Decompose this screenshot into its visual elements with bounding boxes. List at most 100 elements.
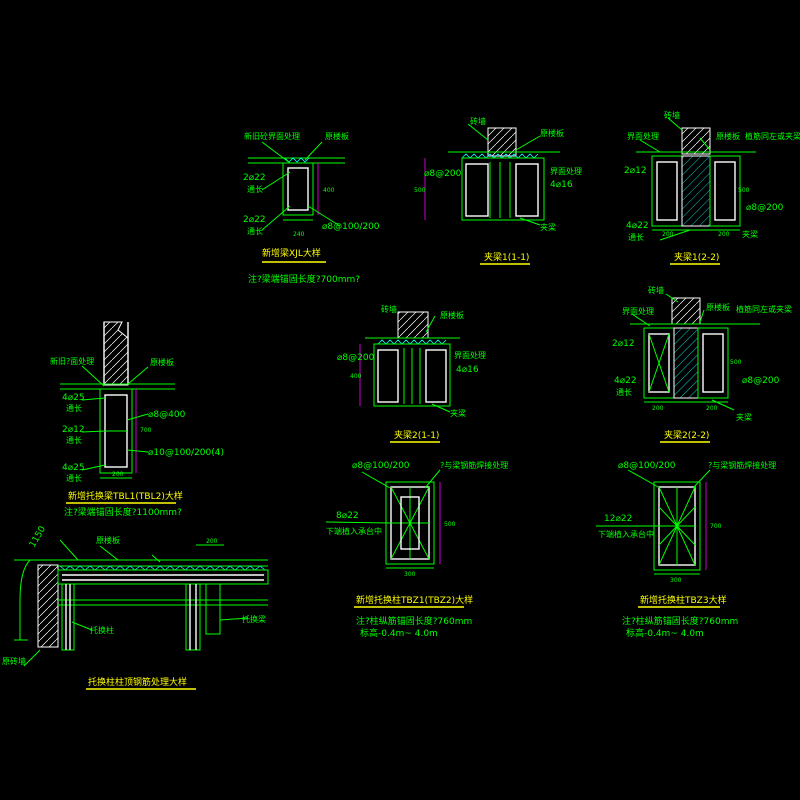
clamp1-11-title: 夹梁1(1-1)	[484, 251, 529, 263]
tbl-label-bottom-bar: 4⌀25	[62, 463, 85, 473]
column-top-dim-1150: 1150	[28, 524, 48, 549]
tbz1-label-weld: ?与梁钢筋焊接处理	[440, 460, 508, 470]
tbl-note: 注?梁端锚固长度?1100mm?	[64, 506, 182, 518]
tbz1-label-bars: 8⌀22	[336, 511, 359, 521]
clamp1-22-label-plant: 植筋同左或夹梁	[745, 131, 800, 141]
tbl-label-bottom-through: 通长	[66, 473, 82, 483]
tbz1-dim-height: 500	[444, 521, 456, 528]
xjl-dim-height: 400	[323, 187, 335, 194]
clamp1-22-label-interface: 界面处理	[627, 131, 659, 141]
xjl-note: 注?梁端锚固长度?700mm?	[248, 273, 360, 285]
tbz1-dim-width: 300	[404, 571, 416, 578]
xjl-label-slab: 原楼板	[325, 131, 349, 141]
tbl-label-mid-bar: 2⌀12	[62, 425, 85, 435]
clamp2-22-label-top-bar: 2⌀12	[612, 339, 635, 349]
tbz1-label-stirrup: ⌀8@100/200	[352, 461, 410, 471]
clamp2-22-title: 夹梁2(2-2)	[664, 429, 709, 441]
tbl-label-stirrup: ⌀10@100/200(4)	[148, 448, 224, 458]
xjl-dim-width: 240	[293, 231, 305, 238]
xjl-label-bottom-bar: 2⌀22	[243, 215, 266, 225]
clamp1-22-label-stirrup: ⌀8@200	[746, 203, 784, 213]
clamp1-11-label-stirrup: ⌀8@200	[424, 169, 462, 179]
detail-clamp2-22	[630, 293, 760, 411]
clamp1-11-label-bars: 4⌀16	[550, 180, 573, 190]
detail-clamp1-11	[424, 123, 560, 226]
clamp2-22-dim-right: 200	[706, 405, 718, 412]
column-top-label-slab: 原楼板	[96, 535, 120, 545]
clamp2-22-label-interface: 界面处理	[622, 306, 654, 316]
xjl-label-bottom-through: 通长	[247, 226, 263, 236]
clamp2-22-dim-left: 200	[652, 405, 664, 412]
clamp1-22-dim-left: 200	[662, 231, 674, 238]
tbl-dim-width: 200	[112, 471, 124, 478]
clamp2-11-label-slab: 原楼板	[440, 310, 464, 320]
clamp2-22-label-slab: 原楼板	[706, 302, 730, 312]
xjl-label-interface: 新旧砼界面处理	[244, 131, 300, 141]
tbz1-title: 新增托换柱TBZ1(TBZ2)大样	[356, 594, 473, 606]
clamp2-11-label-interface: 界面处理	[454, 350, 486, 360]
clamp2-22-label-through: 通长	[616, 387, 632, 397]
clamp2-22-label-bottom-bar: 4⌀22	[614, 376, 637, 386]
tbz3-note: 注?柱纵筋锚固长度?760mm	[622, 615, 738, 627]
detail-tbz1	[325, 469, 441, 569]
clamp2-11-label-clamp: 夹梁	[450, 408, 466, 418]
detail-column-top	[14, 539, 269, 667]
tbl-title: 新增托换梁TBL1(TBL2)大样	[68, 490, 183, 502]
clamp1-22-label-slab: 原楼板	[716, 131, 740, 141]
clamp1-22-dim-right: 200	[718, 231, 730, 238]
detail-tbz3	[596, 469, 711, 575]
tbz1-note-elevation: 标高-0.4m~ 4.0m	[360, 627, 438, 639]
tbz3-label-weld: ?与梁钢筋焊接处理	[708, 460, 776, 470]
clamp1-11-dim-height: 500	[414, 187, 426, 194]
tbl-label-slab: 原楼板	[150, 357, 174, 367]
detail-xjl	[248, 141, 345, 231]
clamp1-22-label-clamp: 夹梁	[742, 229, 758, 239]
clamp2-22-dim-height: 500	[730, 359, 742, 366]
tbz3-note-elevation: 标高-0.4m~ 4.0m	[626, 627, 704, 639]
clamp2-11-label-stirrup: ⌀8@200	[337, 353, 375, 363]
clamp1-11-label-wall: 砖墙	[470, 116, 486, 126]
xjl-title: 新增梁XJL大样	[262, 247, 321, 259]
xjl-label-stirrup: ⌀8@100/200	[322, 222, 380, 232]
column-top-label-wall: 原砖墙	[2, 656, 26, 666]
tbz1-label-embed: 下端植入承台中	[326, 526, 382, 536]
clamp1-22-dim-height: 500	[738, 187, 750, 194]
clamp1-11-label-clamp: 夹梁	[540, 222, 556, 232]
column-top-label-column: 托换柱	[90, 625, 114, 635]
tbz3-dim-width: 300	[670, 577, 682, 584]
clamp1-22-label-through: 通长	[628, 232, 644, 242]
tbz3-title: 新增托换柱TBZ3大样	[640, 594, 727, 606]
column-top-label-beam: 托换梁	[242, 614, 266, 624]
tbl-label-tie: ⌀8@400	[148, 410, 186, 420]
clamp2-11-title: 夹梁2(1-1)	[394, 429, 439, 441]
clamp2-22-label-wall: 砖墙	[648, 285, 664, 295]
tbz3-label-stirrup: ⌀8@100/200	[618, 461, 676, 471]
clamp1-11-label-interface: 界面处理	[550, 166, 582, 176]
clamp2-22-label-plant: 植筋同左或夹梁	[736, 304, 792, 314]
tbz3-dim-height: 700	[710, 523, 722, 530]
xjl-label-top-through: 通长	[247, 184, 263, 194]
clamp2-22-label-stirrup: ⌀8@200	[742, 376, 780, 386]
clamp1-22-label-top-bar: 2⌀12	[624, 166, 647, 176]
tbl-dim-height: 700	[140, 427, 152, 434]
clamp1-11-label-slab: 原楼板	[540, 128, 564, 138]
tbz1-note: 注?柱纵筋锚固长度?760mm	[356, 615, 472, 627]
tbl-label-top-bar: 4⌀25	[62, 393, 85, 403]
column-top-title: 托换柱柱顶钢筋处理大样	[88, 676, 187, 688]
tbz3-label-bars: 12⌀22	[604, 514, 632, 524]
tbl-label-interface: 新旧?面处理	[50, 356, 94, 366]
column-top-dim-200: 200	[206, 538, 218, 545]
tbl-label-mid-through: 通长	[66, 435, 82, 445]
tbz3-label-embed: 下端植入承台中	[598, 529, 654, 539]
detail-clamp1-22	[636, 117, 756, 241]
detail-clamp2-11	[359, 311, 460, 413]
clamp1-22-label-bottom-bar: 4⌀22	[626, 221, 649, 231]
clamp2-11-dim-height: 400	[350, 373, 362, 380]
xjl-label-top-bar: 2⌀22	[243, 173, 266, 183]
clamp2-22-label-clamp: 夹梁	[736, 412, 752, 422]
tbl-label-top-through: 通长	[66, 403, 82, 413]
clamp1-22-title: 夹梁1(2-2)	[674, 251, 719, 263]
clamp2-11-label-wall: 砖墙	[381, 304, 397, 314]
detail-tbl	[60, 321, 175, 479]
